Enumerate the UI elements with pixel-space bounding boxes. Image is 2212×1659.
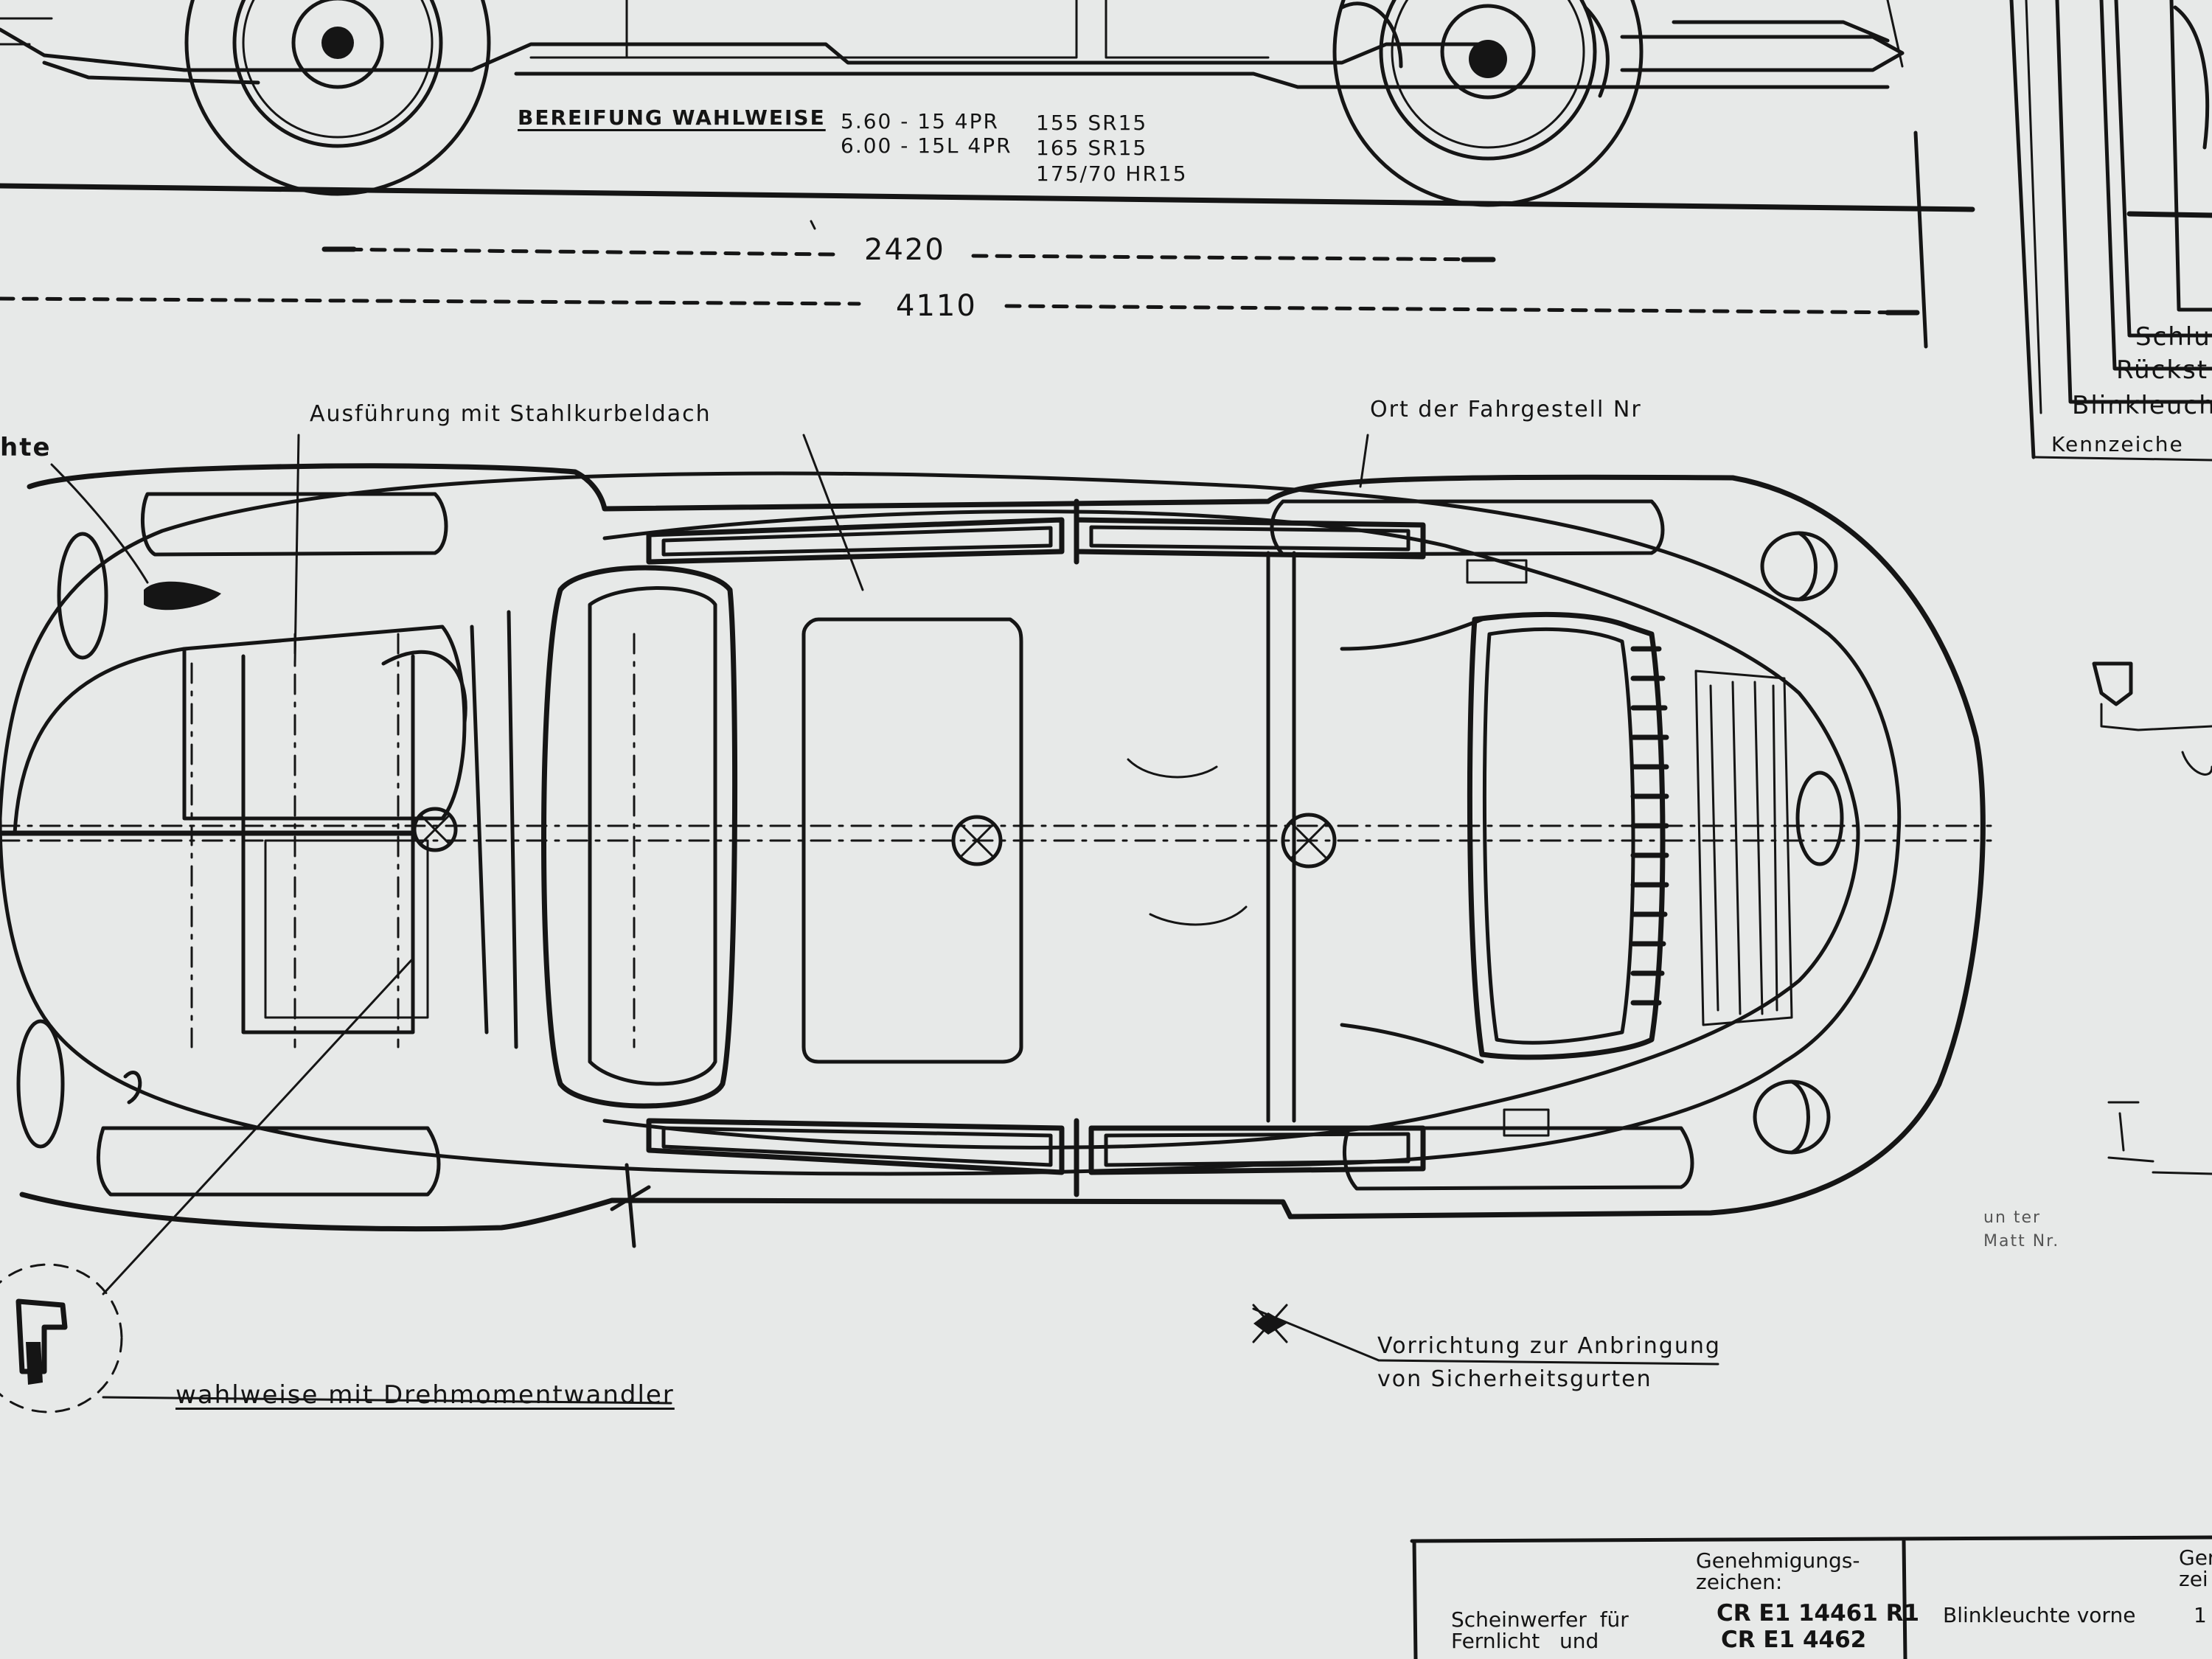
approval-value-fragment: 1 (2194, 1603, 2208, 1627)
tyre-options-heading: BEREIFUNG WAHLWEISE (518, 105, 826, 130)
tyre-radial-1: 155 SR15 (1036, 111, 1148, 135)
front-indicator-label: Blinkleuchte vorne (1943, 1603, 2136, 1627)
approval-column-header: Genehmigungs- zeichen: (1696, 1548, 1860, 1595)
legend-item-tail-light: Schlu (2135, 322, 2211, 352)
top-view (0, 434, 1992, 1362)
engine-lid (1467, 611, 1793, 1060)
legend-item-reflector: Rückst (2116, 355, 2209, 385)
chassis-number-location-label: Ort der Fahrgestell Nr (1370, 397, 1642, 422)
seatbelt-mount-label-2: von Sicherheitsgurten (1377, 1366, 1652, 1392)
approval-code-2: CR E1 4462 (1721, 1627, 1867, 1653)
wheelbase-dimension: 2420 (864, 233, 945, 267)
front-seats (541, 565, 738, 1109)
approval-table-frame (1410, 1535, 2212, 1659)
torque-converter-label: wahlweise mit Drehmomentwandler (175, 1380, 675, 1410)
rear-view-fragment (2009, 0, 2212, 1175)
side-view (0, 0, 1975, 349)
bottom-windows (646, 1118, 1426, 1197)
tyre-size-2: 6.00 - 15L 4PR (841, 133, 1012, 158)
front-wheel (184, 0, 491, 196)
faded-label-1: un ter (1983, 1208, 2042, 1227)
top-windows (646, 498, 1426, 565)
tyre-radial-2: 165 SR15 (1036, 136, 1148, 160)
faded-label-2: Matt Nr. (1983, 1232, 2060, 1251)
left-edge-label-fragment: hte (0, 433, 52, 462)
tyre-radial-3: 175/70 HR15 (1036, 161, 1188, 186)
steel-sunroof-label: Ausführung mit Stahlkurbeldach (310, 401, 712, 427)
headlight-row-label: Scheinwerfer für Fernlicht und (1451, 1607, 1629, 1654)
torque-converter-detail (0, 1263, 123, 1413)
legend-item-indicator: Blinkleuch (2072, 391, 2212, 420)
seatbelt-mount-label-1: Vorrichtung zur Anbringung (1377, 1333, 1721, 1359)
approval-column-header-2: Ger zei (2179, 1545, 2212, 1592)
tyre-size-1: 5.60 - 15 4PR (841, 109, 999, 133)
legend-item-plate-light: Kennzeiche (2051, 432, 2184, 456)
overall-length-dimension: 4110 (896, 289, 977, 323)
rear-wheel (1332, 0, 1644, 207)
approval-code-1: CR E1 14461 R1 (1717, 1600, 1920, 1627)
dimension-lines (0, 246, 1920, 316)
